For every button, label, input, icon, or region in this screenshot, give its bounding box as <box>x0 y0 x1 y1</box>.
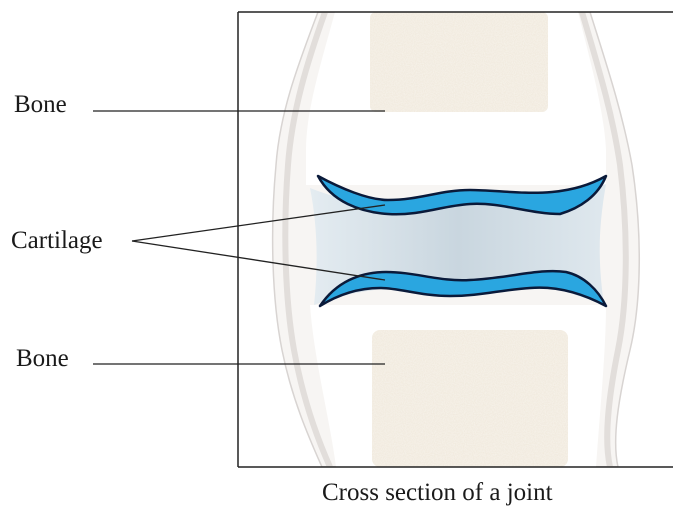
bone-label-bottom: Bone <box>16 346 69 371</box>
cartilage-label: Cartilage <box>11 228 103 253</box>
diagram-caption: Cross section of a joint <box>322 480 553 505</box>
bone-label-top: Bone <box>14 92 67 117</box>
